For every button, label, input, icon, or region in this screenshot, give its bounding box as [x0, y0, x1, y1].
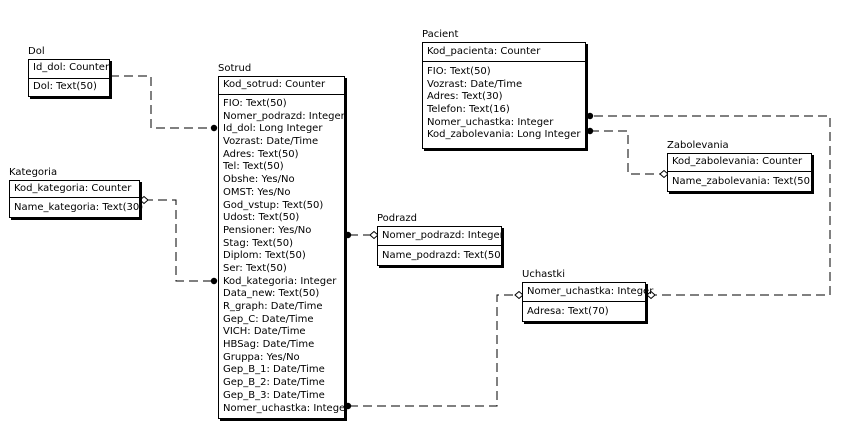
entity-title: Pacient [422, 29, 459, 40]
primary-key-section: Kod_zabolevania: Counter [668, 154, 811, 172]
attribute-field: Udost: Text(50) [223, 212, 300, 224]
many-end-uchastki-sotrud [344, 402, 352, 410]
primary-key-section: Id_dol: Counter [29, 60, 109, 79]
rel-uchastki-pacient [590, 115, 831, 296]
many-end-kategoria [210, 277, 218, 285]
attribute-field: Kod_kategoria: Integer [223, 275, 337, 287]
attribute-field: OMST: Yes/No [223, 186, 291, 198]
pk-field: Kod_pacienta: Counter [427, 46, 541, 57]
attribute-field: Gruppa: Yes/No [223, 351, 300, 363]
primary-key-section: Kod_pacienta: Counter [423, 43, 585, 62]
attribute-field: Pensioner: Yes/No [223, 224, 312, 236]
attribute-field: Vozrast: Date/Time [223, 136, 319, 148]
attribute-section: Dol: Text(50) [29, 79, 109, 94]
attribute-section: FIO: Text(50) Vozrast: Date/Time Adres: … [423, 62, 585, 142]
entity-title: Kategoria [9, 167, 58, 178]
attribute-field: Nomer_podrazd: Integer [223, 110, 345, 122]
pk-field: Kod_kategoria: Counter [14, 183, 132, 194]
attribute-field: VICH: Date/Time [223, 326, 306, 338]
attribute-section: Name_podrazd: Text(50) [378, 246, 505, 263]
attribute-field: Diplom: Text(50) [223, 250, 306, 262]
entity-title: Sotrud [218, 63, 252, 74]
attribute-field: Name_podrazd: Text(50) [382, 250, 505, 261]
attribute-field: Ser: Text(50) [223, 262, 287, 274]
many-end-podrazd [344, 231, 352, 239]
primary-key-section: Nomer_uchastka: Integer [523, 283, 654, 302]
pk-field: Nomer_uchastka: Integer [527, 286, 654, 297]
pk-field: Nomer_podrazd: Integer [382, 230, 504, 241]
pk-field: Kod_zabolevania: Counter [672, 156, 803, 167]
attribute-field: God_vstup: Text(50) [223, 199, 324, 211]
attribute-field: Gep_B_2: Date/Time [223, 377, 325, 389]
attribute-field: Vozrast: Date/Time [427, 78, 523, 90]
entity-title: Zabolevania [667, 140, 729, 151]
attribute-field: Stag: Text(50) [223, 237, 294, 249]
attribute-field: Dol: Text(50) [33, 81, 97, 92]
entity-title: Podrazd [377, 213, 417, 224]
primary-key-section: Kod_sotrud: Counter [219, 77, 344, 95]
attribute-field: Tel: Text(50) [223, 161, 284, 173]
pk-field: Id_dol: Counter [33, 62, 110, 73]
attribute-field: Nomer_uchastka: Integer [223, 402, 350, 414]
attribute-field: Adres: Text(50) [223, 148, 299, 160]
attribute-field: HBSag: Date/Time [223, 339, 315, 351]
primary-key-section: Kod_kategoria: Counter [10, 181, 139, 198]
attribute-section: Name_kategoria: Text(30) [10, 198, 144, 215]
attribute-field: Nomer_uchastka: Integer [427, 116, 554, 128]
attribute-field: Name_kategoria: Text(30) [14, 202, 144, 213]
attribute-field: Id_dol: Long Integer [223, 123, 323, 135]
attribute-field: Kod_zabolevania: Long Integer [427, 129, 581, 141]
attribute-field: Data_new: Text(50) [223, 288, 320, 300]
attribute-field: FIO: Text(50) [223, 98, 287, 109]
entity-title: Uchastki [522, 269, 565, 280]
attribute-section: Adresa: Text(70) [523, 302, 645, 319]
attribute-field: Gep_C: Date/Time [223, 313, 314, 325]
attribute-section: FIO: Text(50) Nomer_podrazd: Integer Id_… [219, 95, 350, 415]
one-end-kategoria [139, 195, 149, 205]
many-end-dol [210, 124, 218, 132]
attribute-field: Adres: Text(30) [427, 91, 503, 103]
attribute-field: Gep_B_3: Date/Time [223, 389, 325, 401]
rel-dol-sotrud [110, 75, 214, 129]
rel-uchastki-sotrud [349, 294, 518, 407]
attribute-field: Obshe: Yes/No [223, 174, 295, 186]
attribute-field: Gep_B_1: Date/Time [223, 364, 325, 376]
one-end-uchastki-pacient [646, 290, 656, 300]
rel-zabolevania-pacient [590, 130, 663, 175]
attribute-field: Telefon: Text(16) [427, 104, 510, 116]
attribute-field: R_graph: Date/Time [223, 301, 323, 312]
rel-kategoria-sotrud [144, 199, 214, 282]
entity-title: Dol [28, 46, 45, 57]
attribute-section: Name_zabolevania: Text(50) [668, 172, 814, 189]
primary-key-section: Nomer_podrazd: Integer [378, 227, 504, 246]
many-end-uchastki-pacient [586, 112, 594, 120]
attribute-field: Name_zabolevania: Text(50) [672, 176, 814, 187]
pk-field: Kod_sotrud: Counter [223, 79, 326, 90]
many-end-zabolevania [586, 127, 594, 135]
attribute-field: FIO: Text(50) [427, 66, 491, 77]
attribute-field: Adresa: Text(70) [527, 306, 609, 317]
